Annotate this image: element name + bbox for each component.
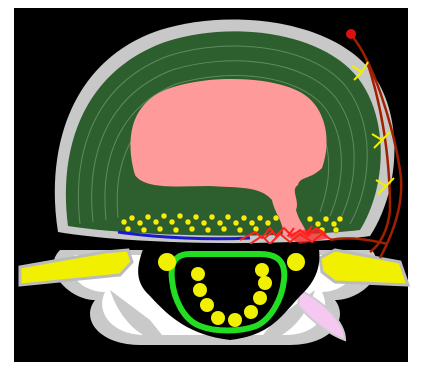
vessel-tip xyxy=(346,29,356,39)
